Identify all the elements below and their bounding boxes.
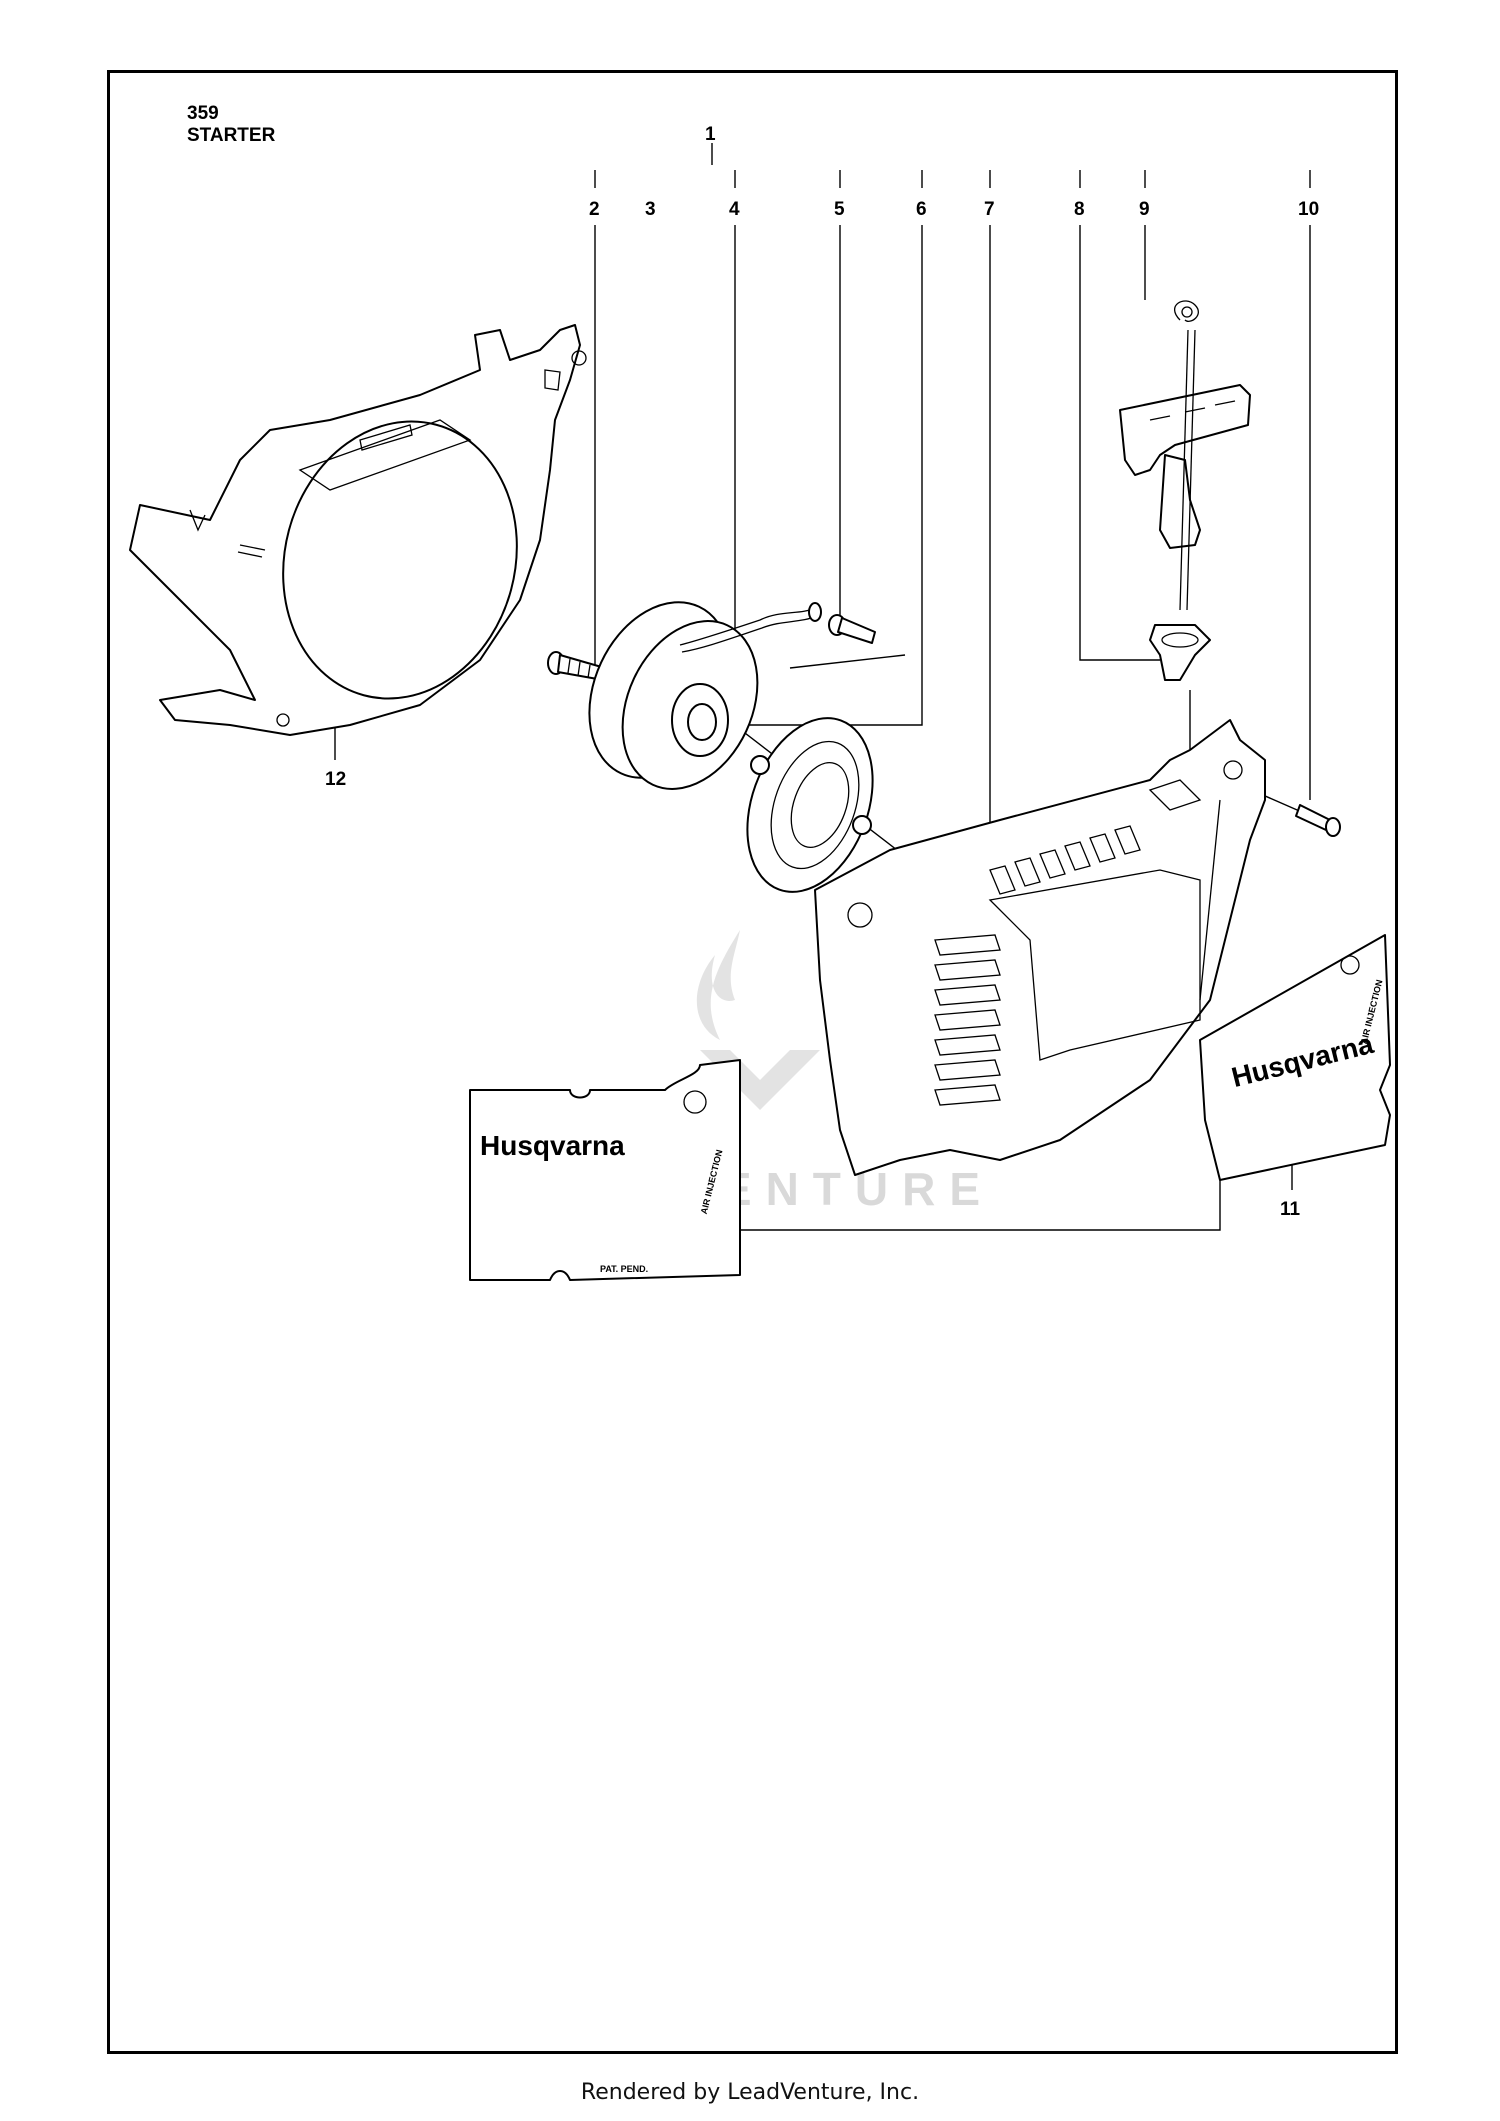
decal-left: Husqvarna AIR INJECTION PAT. PEND. — [469, 1059, 741, 1281]
decal-right: Husqvarna AIR INJECTION — [1199, 934, 1391, 1181]
callout-numbers: 1 2 3 4 5 6 7 8 9 10 11 12 — [325, 124, 1319, 1220]
starter-rope — [679, 602, 822, 653]
callout-11: 11 — [1280, 1199, 1301, 1220]
rope-pulley — [588, 601, 759, 790]
air-injection-icon — [683, 1090, 707, 1114]
callout-6: 6 — [916, 199, 927, 220]
decal-left-brand: Husqvarna — [480, 1130, 625, 1161]
starter-handle — [1119, 300, 1251, 611]
callout-1: 1 — [705, 124, 716, 145]
recoil-spring-cassette — [746, 717, 874, 893]
screw-left — [547, 651, 606, 681]
starter-cover — [814, 719, 1266, 1176]
callout-2: 2 — [589, 199, 600, 220]
diagram-title: STARTER — [187, 125, 276, 146]
starter-housing-frame — [129, 324, 587, 736]
callout-12: 12 — [325, 769, 346, 790]
rope-grommet — [1149, 624, 1211, 681]
callout-3: 3 — [645, 199, 656, 220]
callout-9: 9 — [1139, 199, 1150, 220]
drawing-frame — [107, 70, 1398, 2054]
callout-10: 10 — [1298, 199, 1319, 220]
diagram-code: 359 — [187, 103, 219, 124]
callout-7: 7 — [984, 199, 995, 220]
leader-lines — [334, 143, 1321, 1231]
callout-8: 8 — [1074, 199, 1085, 220]
footer-credit: Rendered by LeadVenture, Inc. — [580, 2080, 920, 2105]
screw-right — [828, 614, 876, 644]
screw-cover — [1295, 804, 1341, 837]
air-injection-icon — [1340, 955, 1360, 975]
callout-4: 4 — [729, 199, 740, 220]
callout-5: 5 — [834, 199, 845, 220]
decal-left-patent: PAT. PEND. — [600, 1264, 648, 1274]
